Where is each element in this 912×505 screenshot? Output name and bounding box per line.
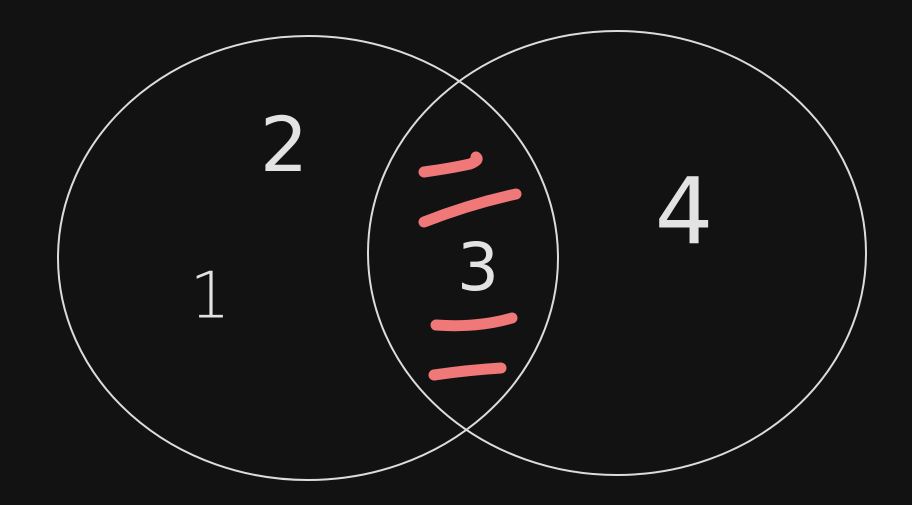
highlight-mark-3 — [430, 312, 518, 332]
intersection-highlight-marks — [418, 151, 522, 381]
highlight-mark-2 — [418, 188, 522, 228]
highlight-mark-4 — [428, 362, 507, 381]
region-label-4: 4 — [655, 158, 714, 265]
region-label-1: 1 — [190, 260, 231, 334]
right-circle — [367, 30, 867, 476]
highlight-mark-1 — [418, 151, 483, 178]
region-label-2: 2 — [260, 100, 308, 189]
region-label-3: 3 — [457, 229, 499, 306]
left-circle — [57, 35, 559, 481]
